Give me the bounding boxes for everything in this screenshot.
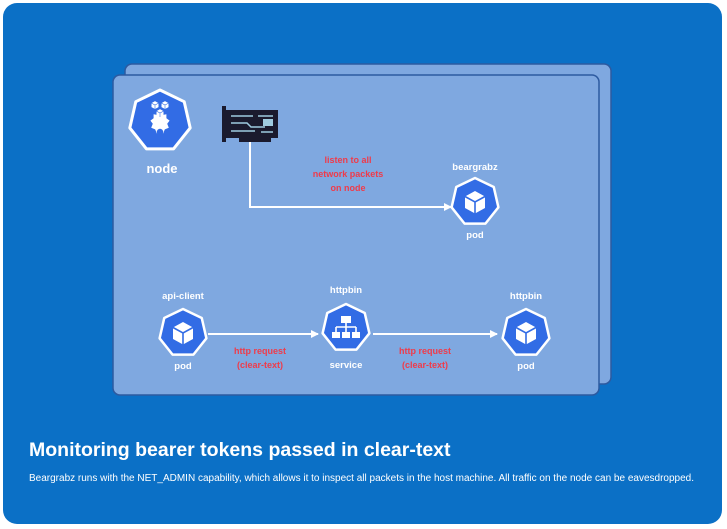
httpbin-pod-icon	[501, 307, 551, 356]
request-left-line-2: (clear-text)	[237, 360, 283, 370]
api-client-name: api-client	[162, 291, 205, 302]
api-client-pod-icon	[158, 307, 208, 356]
httpbin-service-name: httpbin	[330, 285, 362, 296]
api-client-kind: pod	[174, 361, 192, 372]
headline: Monitoring bearer tokens passed in clear…	[29, 439, 451, 461]
sniff-note-line-2: network packets	[313, 169, 384, 179]
node-label: node	[146, 161, 177, 176]
node-panel	[112, 74, 600, 396]
sniff-note-line-1: listen to all	[324, 155, 371, 165]
diagram-card: node listen to all network packets on no…	[3, 3, 722, 524]
architecture-diagram: node listen to all network packets on no…	[112, 63, 612, 396]
sniff-arrow	[249, 142, 452, 211]
httpbin-pod-name: httpbin	[510, 291, 542, 302]
node-icon	[128, 88, 192, 151]
beargrabz-pod-icon	[450, 176, 500, 225]
httpbin-service-icon	[321, 302, 371, 351]
httpbin-service-kind: service	[330, 360, 363, 371]
beargrabz-name: beargrabz	[452, 162, 498, 173]
request-right-line-2: (clear-text)	[402, 360, 448, 370]
sniff-note-line-3: on node	[331, 183, 366, 193]
beargrabz-kind: pod	[466, 230, 484, 241]
request-right-line-1: http request	[399, 346, 451, 356]
request-left-line-1: http request	[234, 346, 286, 356]
network-card-icon	[222, 106, 278, 142]
caption: Beargrabz runs with the NET_ADMIN capabi…	[29, 473, 694, 484]
httpbin-pod-kind: pod	[517, 361, 535, 372]
